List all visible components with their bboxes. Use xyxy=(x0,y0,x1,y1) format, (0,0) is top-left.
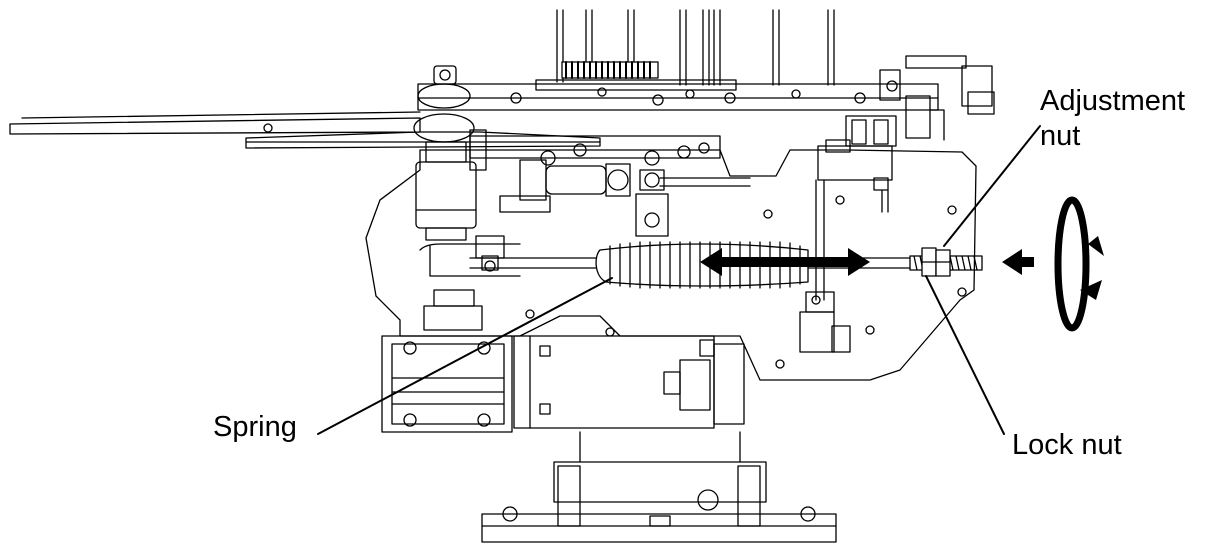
adjustment-nut-label: Adjustment nut xyxy=(1040,84,1185,155)
left-shaft xyxy=(414,66,486,240)
lock-nut-label: Lock nut xyxy=(1012,429,1122,461)
leader-lines xyxy=(318,126,1040,434)
bottom-motor xyxy=(382,290,744,432)
gear-cluster xyxy=(470,136,750,236)
rotate-icon xyxy=(1058,200,1104,328)
right-bracket xyxy=(800,116,896,352)
main-housing xyxy=(366,150,976,380)
top-posts xyxy=(557,10,834,85)
adjustment-nut-leader xyxy=(944,126,1040,246)
top-plate xyxy=(418,56,994,140)
double-arrow-icon xyxy=(700,248,870,276)
spring-label: Spring xyxy=(213,411,297,443)
lock-nut-leader xyxy=(926,276,1004,434)
base-mount xyxy=(482,432,836,542)
adjustment-nut-label-line2: nut xyxy=(1040,120,1081,153)
adjustment-nut-label-line1: Adjustment xyxy=(1040,85,1186,117)
push-arrow-icon xyxy=(1002,249,1034,275)
left-arm-plate xyxy=(10,112,600,148)
threaded-rod xyxy=(910,248,982,276)
spring-leader xyxy=(318,278,612,434)
